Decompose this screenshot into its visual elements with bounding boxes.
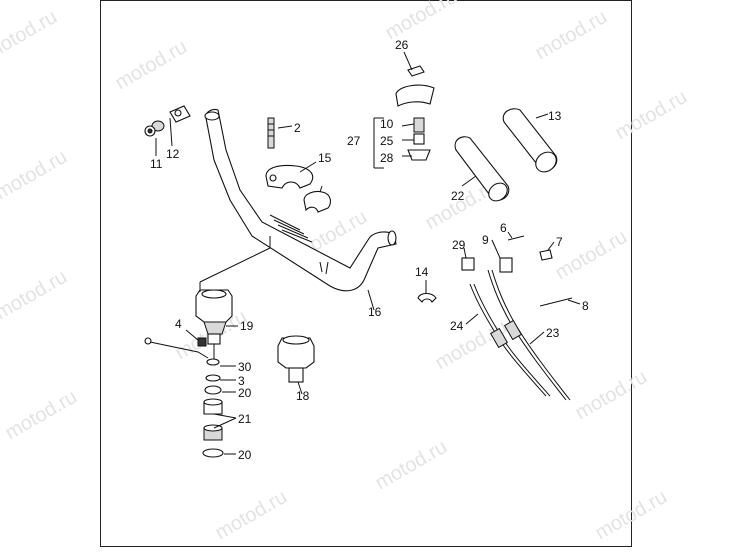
riser-18 <box>277 335 315 383</box>
callout-22: 22 <box>451 189 465 203</box>
upper-clamp <box>265 164 332 213</box>
callout-16: 16 <box>368 305 382 319</box>
callout-29: 29 <box>452 238 466 252</box>
clip <box>417 292 437 303</box>
riser-19 <box>195 289 233 362</box>
grips <box>454 108 558 202</box>
watermark: motod.ru <box>572 366 651 425</box>
watermark: motod.ru <box>0 266 71 325</box>
watermark: motod.ru <box>592 486 671 545</box>
watermark: motod.ru <box>372 436 451 495</box>
callout-14: 14 <box>415 265 429 279</box>
cables <box>469 269 573 401</box>
watermark: motod.ru <box>112 36 191 95</box>
watermark: motod.ru <box>2 386 81 445</box>
callout-3: 3 <box>238 374 245 388</box>
leader-lines <box>155 51 581 455</box>
callout-20-upper: 20 <box>238 386 252 400</box>
callout-28: 28 <box>380 151 394 165</box>
callout-25: 25 <box>380 134 394 148</box>
callout-27: 27 <box>347 134 361 148</box>
callout-24: 24 <box>450 319 464 333</box>
callout-20-lower: 20 <box>238 448 252 462</box>
watermark: motod.ru <box>382 0 461 44</box>
washer-stack <box>202 358 224 458</box>
handlebar <box>204 108 397 292</box>
callout-7: 7 <box>556 235 563 249</box>
cable-fittings <box>461 235 553 273</box>
watermark: motod.ru <box>532 6 611 65</box>
bolt <box>267 117 275 149</box>
watermark: motod.ru <box>612 86 691 145</box>
callout-23: 23 <box>546 326 560 340</box>
cable-wire <box>144 337 209 359</box>
callout-labels: 2 15 11 12 27 10 25 28 26 13 22 6 9 7 29… <box>150 38 589 462</box>
callout-9: 9 <box>482 233 489 247</box>
watermark: motod.ru <box>0 146 71 205</box>
callout-15: 15 <box>318 151 332 165</box>
callout-4: 4 <box>175 317 182 331</box>
brake-assembly <box>395 65 435 161</box>
callout-18: 18 <box>296 389 310 403</box>
callout-11: 11 <box>150 157 163 171</box>
callout-21: 21 <box>238 412 252 426</box>
callout-2: 2 <box>294 121 301 135</box>
switch-parts <box>144 105 191 137</box>
callout-12: 12 <box>166 147 180 161</box>
watermark: motod.ru <box>0 6 61 65</box>
watermark: motod.ru <box>212 486 291 545</box>
callout-13: 13 <box>548 109 562 123</box>
callout-8: 8 <box>582 299 589 313</box>
callout-10: 10 <box>380 117 394 131</box>
callout-30: 30 <box>238 360 252 374</box>
watermark: motod.ru <box>552 226 631 285</box>
callout-26: 26 <box>395 38 409 52</box>
callout-6: 6 <box>500 221 507 235</box>
callout-19: 19 <box>240 319 254 333</box>
